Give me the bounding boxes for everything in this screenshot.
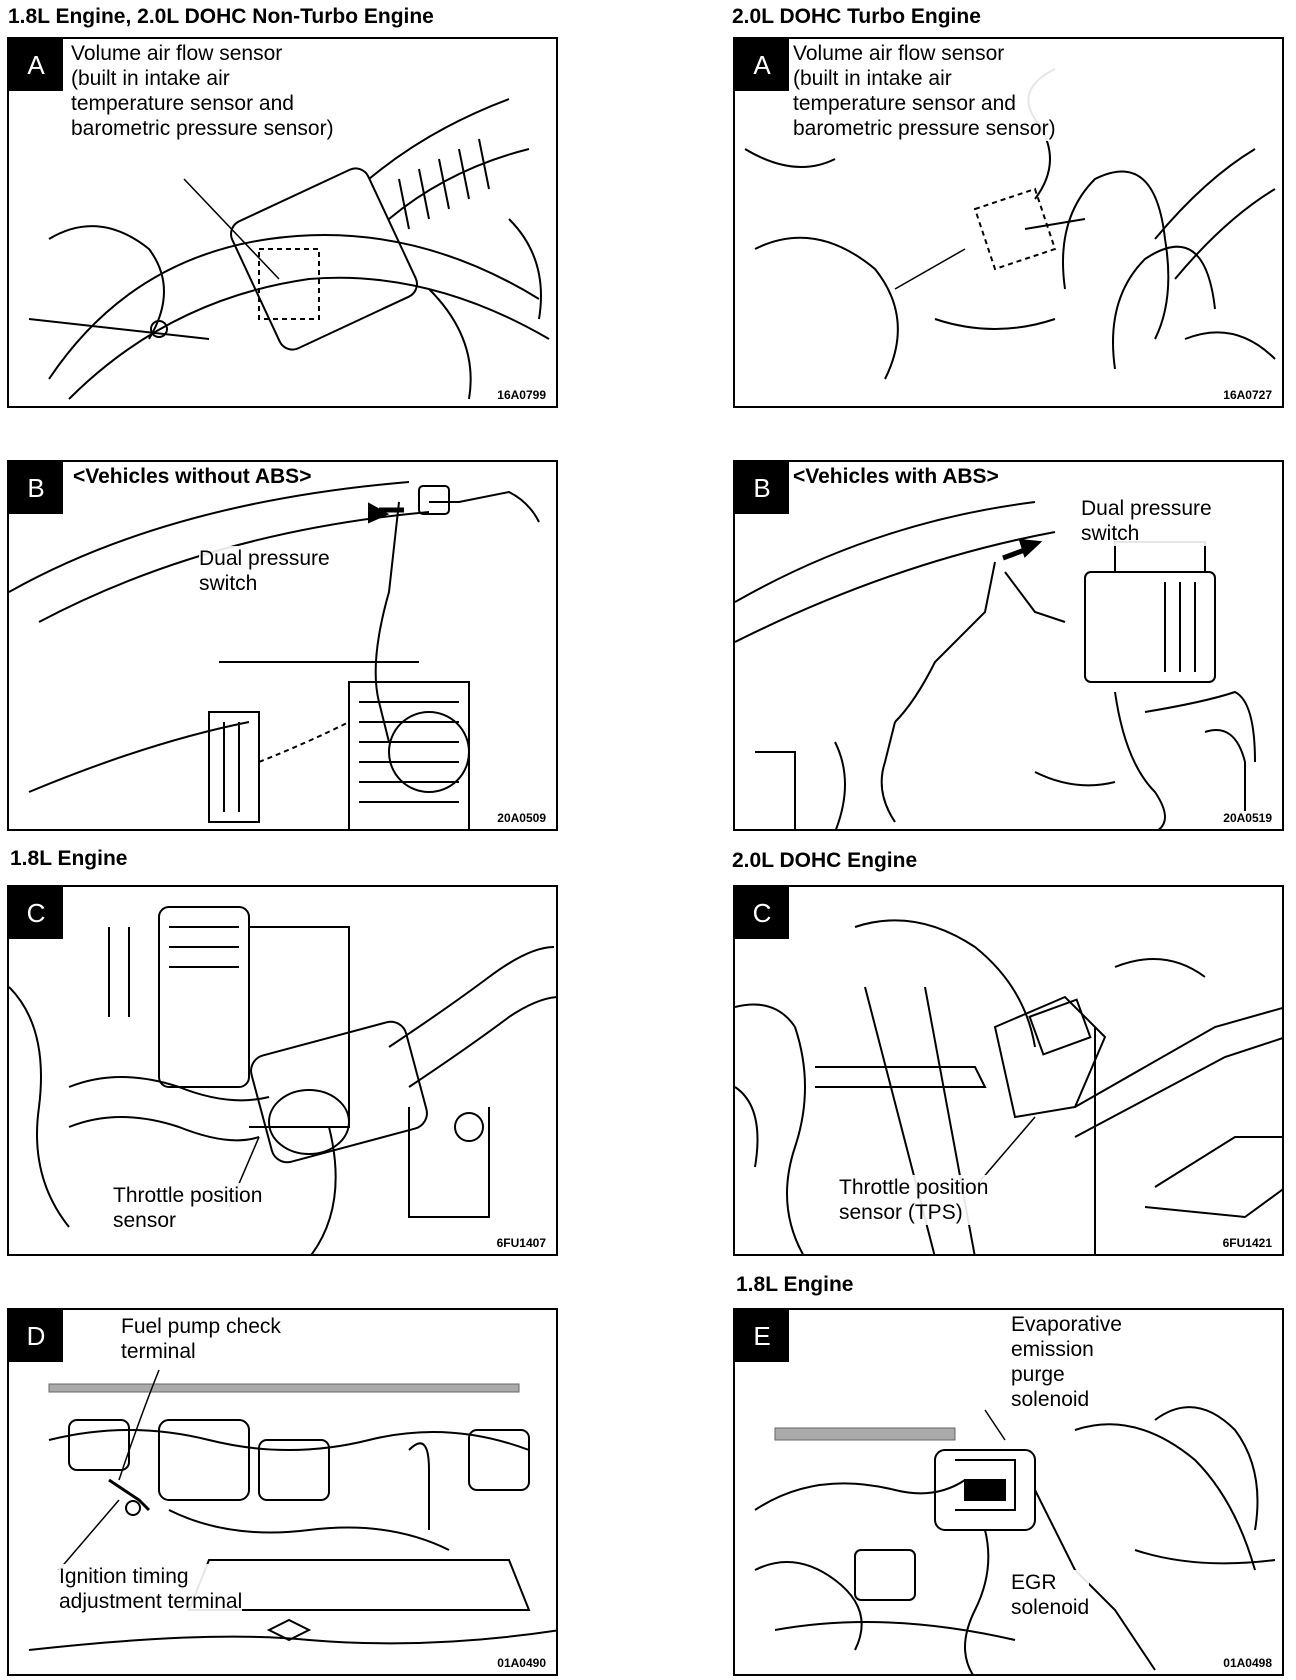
callout-evaporative-emission-purge-solenoid: Evaporative emission purge solenoid xyxy=(1011,1312,1122,1412)
engine-drawing-d xyxy=(28,1369,556,1651)
callout-dual-pressure-switch: Dual pressure switch xyxy=(199,546,330,596)
panel-a-volume-air-flow-sensor: A Volume air flow sensor (built in intak… xyxy=(7,37,558,408)
callout-volume-air-flow-sensor: Volume air flow sensor (built in intake … xyxy=(793,41,1056,141)
panel-letter-badge: E xyxy=(735,1310,789,1362)
figure-code: 20A0509 xyxy=(495,811,548,825)
figure-code: 16A0799 xyxy=(495,388,548,402)
heading-mid-left: 1.8L Engine xyxy=(10,847,128,870)
heading-bottom-right: 1.8L Engine xyxy=(736,1273,854,1296)
panel-a-volume-air-flow-sensor-turbo: A Volume air flow sensor (built in intak… xyxy=(733,37,1284,408)
figure-code: 16A0727 xyxy=(1221,388,1274,402)
panel-e-evap-purge-and-egr-solenoids: E Evaporative emission purge solenoid EG… xyxy=(733,1308,1284,1676)
panel-letter-badge: A xyxy=(735,39,789,91)
panel-letter-badge: C xyxy=(735,887,789,939)
engine-drawing-b-left xyxy=(9,481,540,829)
figure-code: 20A0519 xyxy=(1221,811,1274,825)
panel-b-dual-pressure-switch-without-abs: B <Vehicles without ABS> Dual pressure s… xyxy=(7,460,558,831)
panel-letter-badge: C xyxy=(9,887,63,939)
panel-d-fuel-pump-and-ignition-terminals: D Fuel pump check terminal Ignition timi… xyxy=(7,1308,558,1676)
panel-letter-badge: B xyxy=(9,462,63,514)
callout-throttle-position-sensor: Throttle position sensor xyxy=(113,1183,263,1233)
figure-code: 01A0490 xyxy=(495,1656,548,1670)
callout-fuel-pump-check-terminal: Fuel pump check terminal xyxy=(121,1314,281,1364)
panel-c-throttle-position-sensor: C Throttle position sensor 6FU1407 xyxy=(7,885,558,1256)
engine-drawing-e xyxy=(754,1406,1276,1674)
heading-mid-right: 2.0L DOHC Engine xyxy=(732,849,918,872)
engine-drawing-c-right xyxy=(735,919,1282,1254)
figure-code: 6FU1421 xyxy=(1220,1236,1274,1250)
heading-top-right: 2.0L DOHC Turbo Engine xyxy=(732,5,981,28)
panel-title-vehicles-without-abs: <Vehicles without ABS> xyxy=(73,464,312,489)
figure-code: 01A0498 xyxy=(1221,1656,1274,1670)
panel-c-throttle-position-sensor-tps: C Throttle position sensor (TPS) 6FU1421 xyxy=(733,885,1284,1256)
callout-ignition-timing-adjustment-terminal: Ignition timing adjustment terminal xyxy=(59,1564,243,1614)
callout-volume-air-flow-sensor: Volume air flow sensor (built in intake … xyxy=(71,41,334,141)
callout-dual-pressure-switch: Dual pressure switch xyxy=(1081,496,1212,546)
panel-letter-badge: D xyxy=(9,1310,63,1362)
panel-title-vehicles-with-abs: <Vehicles with ABS> xyxy=(793,464,999,489)
engine-drawing-a-left xyxy=(28,98,550,400)
figure-code: 6FU1407 xyxy=(494,1236,548,1250)
panel-b-dual-pressure-switch-with-abs: B <Vehicles with ABS> Dual pressure swit… xyxy=(733,460,1284,831)
heading-top-left: 1.8L Engine, 2.0L DOHC Non-Turbo Engine xyxy=(8,5,434,28)
callout-throttle-position-sensor-tps: Throttle position sensor (TPS) xyxy=(839,1175,989,1225)
callout-egr-solenoid: EGR solenoid xyxy=(1011,1570,1090,1620)
panel-letter-badge: B xyxy=(735,462,789,514)
engine-drawing-c-left xyxy=(9,906,556,1254)
panel-letter-badge: A xyxy=(9,39,63,91)
